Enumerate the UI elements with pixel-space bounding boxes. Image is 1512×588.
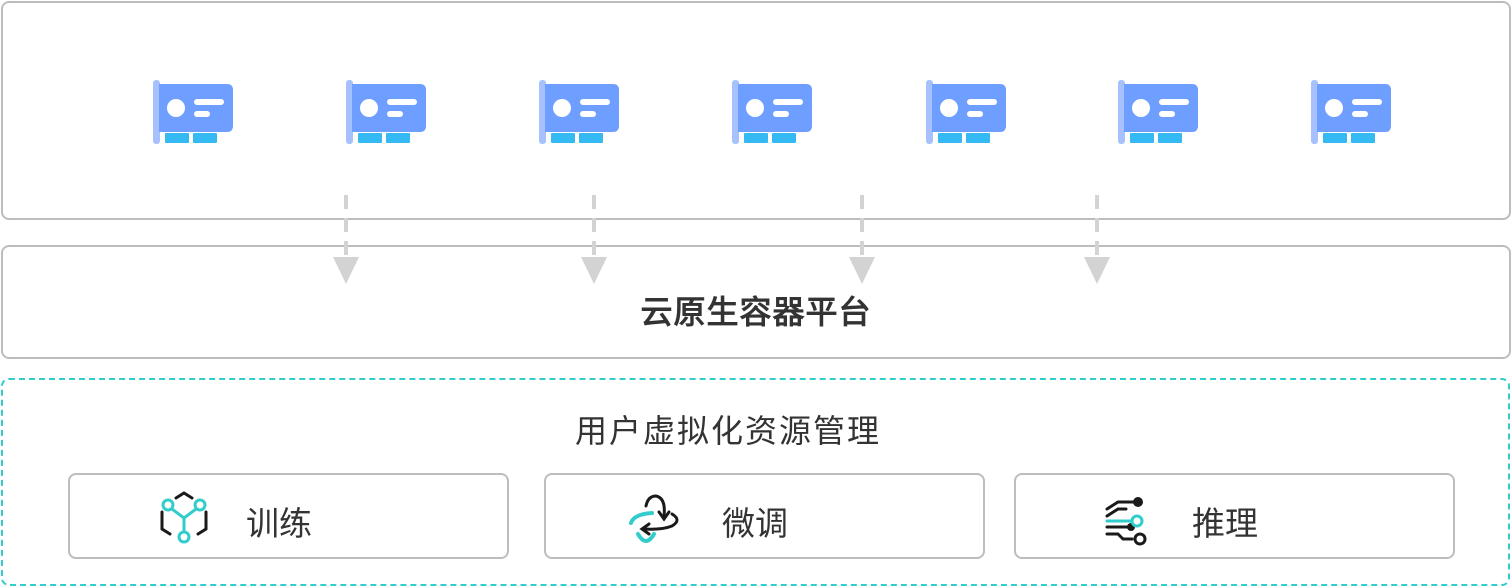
training-network-icon: [158, 491, 210, 544]
arrow-down-icon: [1082, 195, 1112, 285]
user-layer: [1, 378, 1510, 586]
arrow-down-icon: [579, 195, 609, 285]
feature-inference-label: 推理: [1192, 504, 1258, 543]
inference-circuit-icon: [1104, 492, 1156, 546]
gpu-card-icon: [153, 79, 235, 145]
arrow-down-icon: [331, 195, 361, 285]
gpu-card-icon: [539, 79, 621, 145]
gpu-card-icon: [732, 79, 814, 145]
user-layer-title: 用户虚拟化资源管理: [574, 412, 881, 450]
platform-layer: [1, 245, 1511, 359]
feature-training[interactable]: 训练: [68, 473, 509, 559]
feature-inference[interactable]: 推理: [1014, 473, 1455, 559]
feature-finetune-label: 微调: [722, 504, 788, 543]
gpu-card-icon: [1118, 79, 1200, 145]
gpu-card-icon: [346, 79, 428, 145]
gpu-card-icon: [1311, 79, 1393, 145]
feature-finetune[interactable]: 微调: [544, 473, 985, 559]
platform-title: 云原生容器平台: [640, 293, 872, 331]
arrow-down-icon: [847, 195, 877, 285]
finetune-cycle-icon: [628, 492, 680, 544]
feature-training-label: 训练: [246, 504, 312, 543]
gpu-card-icon: [926, 79, 1008, 145]
